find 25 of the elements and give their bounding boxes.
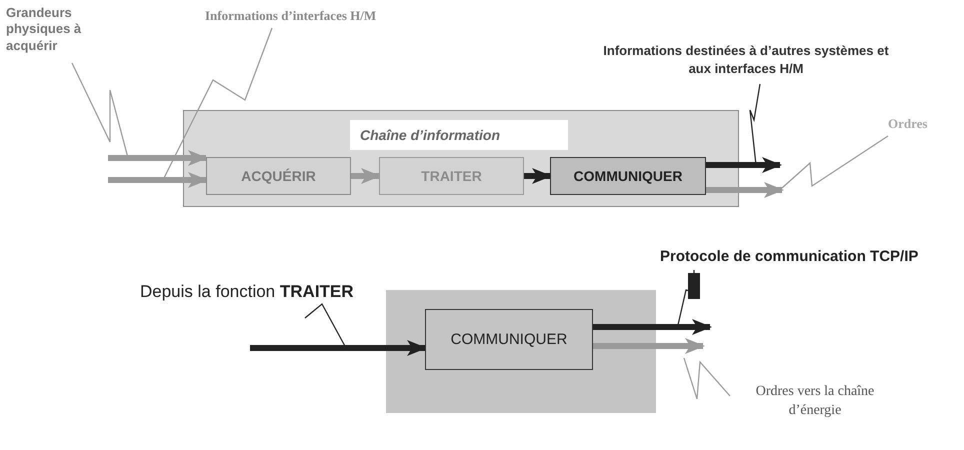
chain-panel <box>183 110 739 207</box>
annotation-text: Protocole de communication TCP/IP <box>660 248 962 270</box>
function-box: TRAITER <box>379 157 524 195</box>
arrow <box>250 340 427 356</box>
arrow <box>706 157 782 173</box>
arrow <box>593 338 705 354</box>
arrow <box>593 319 712 335</box>
arrow <box>706 182 784 198</box>
annotation-text: Ordres <box>888 116 948 136</box>
arrow <box>524 168 552 184</box>
annotation-text: Depuis la fonction TRAITER <box>140 282 390 304</box>
function-box: ACQUÉRIR <box>206 157 351 195</box>
annotation-text: Informations destinées à d’autres systèmes et aux interfaces H/M <box>596 42 896 84</box>
arrow <box>108 172 208 188</box>
chain-title: Chaîne d’information <box>350 120 568 150</box>
annotation-text: Grandeurs physiques à acquérir <box>6 5 96 63</box>
function-box: COMMUNIQUER <box>550 157 706 195</box>
leader-line <box>683 358 730 400</box>
annotation-text: Informations d’interfaces H/M <box>205 8 415 28</box>
arrow <box>351 168 381 184</box>
annotation-text: Ordres vers la chaîne d’énergie <box>730 383 900 423</box>
function-box: COMMUNIQUER <box>425 309 593 370</box>
arrow <box>108 150 208 166</box>
leader-line <box>782 136 888 188</box>
function-panel <box>386 290 656 413</box>
